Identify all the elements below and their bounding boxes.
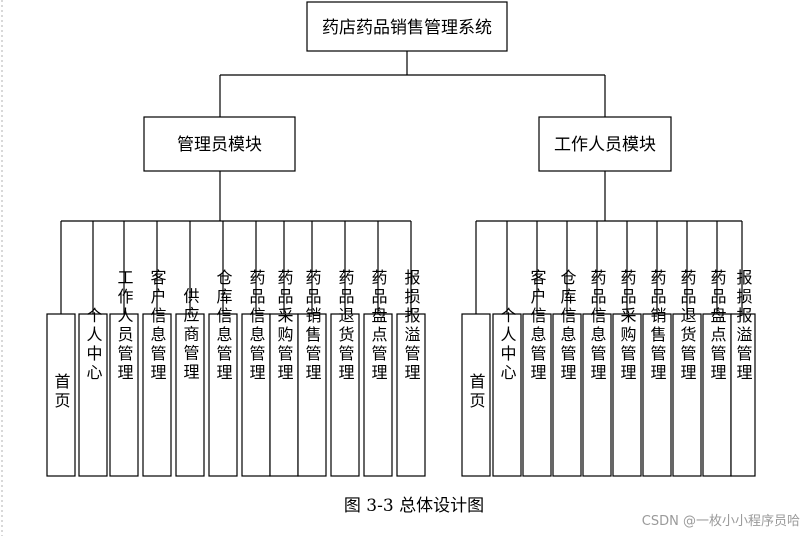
admin-leaf-8-label: 药品采购管理 [275, 269, 294, 383]
module-staff: 工作人员模块 [538, 116, 672, 172]
admin-leaf-3-label: 工作人员管理 [115, 269, 134, 383]
admin-leaf-1: 首页 [46, 313, 76, 477]
staff-leaf-4-label: 仓库信息管理 [558, 269, 577, 383]
admin-leaf-4-label: 客户信息管理 [148, 269, 167, 383]
admin-leaf-7: 药品信息管理 [241, 269, 271, 477]
admin-children-connectors [60, 220, 412, 314]
staff-leaf-4: 仓库信息管理 [552, 269, 582, 477]
staff-leaf-10: 报损报溢管理 [730, 269, 756, 477]
staff-leaf-5-label: 药品信息管理 [588, 269, 607, 383]
admin-leaf-12: 报损报溢管理 [396, 269, 426, 477]
staff-leaf-1-label: 首页 [467, 373, 486, 411]
staff-leaf-8-label: 药品退货管理 [678, 269, 697, 383]
admin-leaf-12-label: 报损报溢管理 [402, 269, 421, 383]
admin-leaf-5: 供应商管理 [175, 288, 205, 477]
staff-leaf-9-label: 药品盘点管理 [708, 269, 727, 383]
staff-leaf-8: 药品退货管理 [672, 269, 702, 477]
admin-leaf-8: 药品采购管理 [269, 269, 299, 477]
admin-leaf-11: 药品盘点管理 [363, 269, 393, 477]
root-node: 药店药品销售管理系统 [306, 1, 508, 52]
admin-leaf-6-label: 仓库信息管理 [214, 269, 233, 383]
staff-leaf-5: 药品信息管理 [582, 269, 612, 477]
staff-children-connectors [475, 220, 743, 314]
watermark: CSDN @一枚小小程序员哈 [642, 514, 800, 529]
module-staff-label: 工作人员模块 [554, 135, 656, 155]
staff-leaf-7: 药品销售管理 [642, 269, 672, 477]
staff-leaf-6: 药品采购管理 [612, 269, 642, 477]
staff-leaf-9: 药品盘点管理 [702, 269, 732, 477]
admin-leaf-3: 工作人员管理 [109, 269, 139, 477]
admin-leaf-4: 客户信息管理 [142, 269, 172, 477]
admin-leaf-6: 仓库信息管理 [208, 269, 238, 477]
root-connectors [219, 51, 606, 117]
admin-leaf-1-label: 首页 [52, 373, 71, 411]
admin-leaf-5-label: 供应商管理 [181, 288, 200, 383]
staff-leaf-2-label: 个人中心 [498, 307, 517, 383]
staff-leaf-1: 首页 [461, 313, 491, 477]
module-connectors [219, 171, 606, 221]
staff-leaf-10-label: 报损报溢管理 [734, 269, 753, 383]
admin-leaf-10-label: 药品退货管理 [336, 269, 355, 383]
staff-leaf-3: 客户信息管理 [522, 269, 552, 477]
admin-leaf-2: 个人中心 [78, 307, 108, 477]
root-label: 药店药品销售管理系统 [322, 18, 492, 38]
module-admin-label: 管理员模块 [177, 135, 262, 155]
admin-leaf-10: 药品退货管理 [330, 269, 360, 477]
admin-leaf-9-label: 药品销售管理 [303, 269, 322, 383]
figure-caption: 图 3-3 总体设计图 [344, 496, 484, 516]
staff-leaf-6-label: 药品采购管理 [618, 269, 637, 383]
admin-leaf-2-label: 个人中心 [84, 307, 103, 383]
admin-leaf-11-label: 药品盘点管理 [369, 269, 388, 383]
staff-leaf-2: 个人中心 [492, 307, 522, 477]
admin-leaf-7-label: 药品信息管理 [247, 269, 266, 383]
module-admin: 管理员模块 [143, 116, 296, 172]
staff-leaf-7-label: 药品销售管理 [648, 269, 667, 383]
admin-leaf-9: 药品销售管理 [297, 269, 327, 477]
staff-leaf-3-label: 客户信息管理 [528, 269, 547, 383]
